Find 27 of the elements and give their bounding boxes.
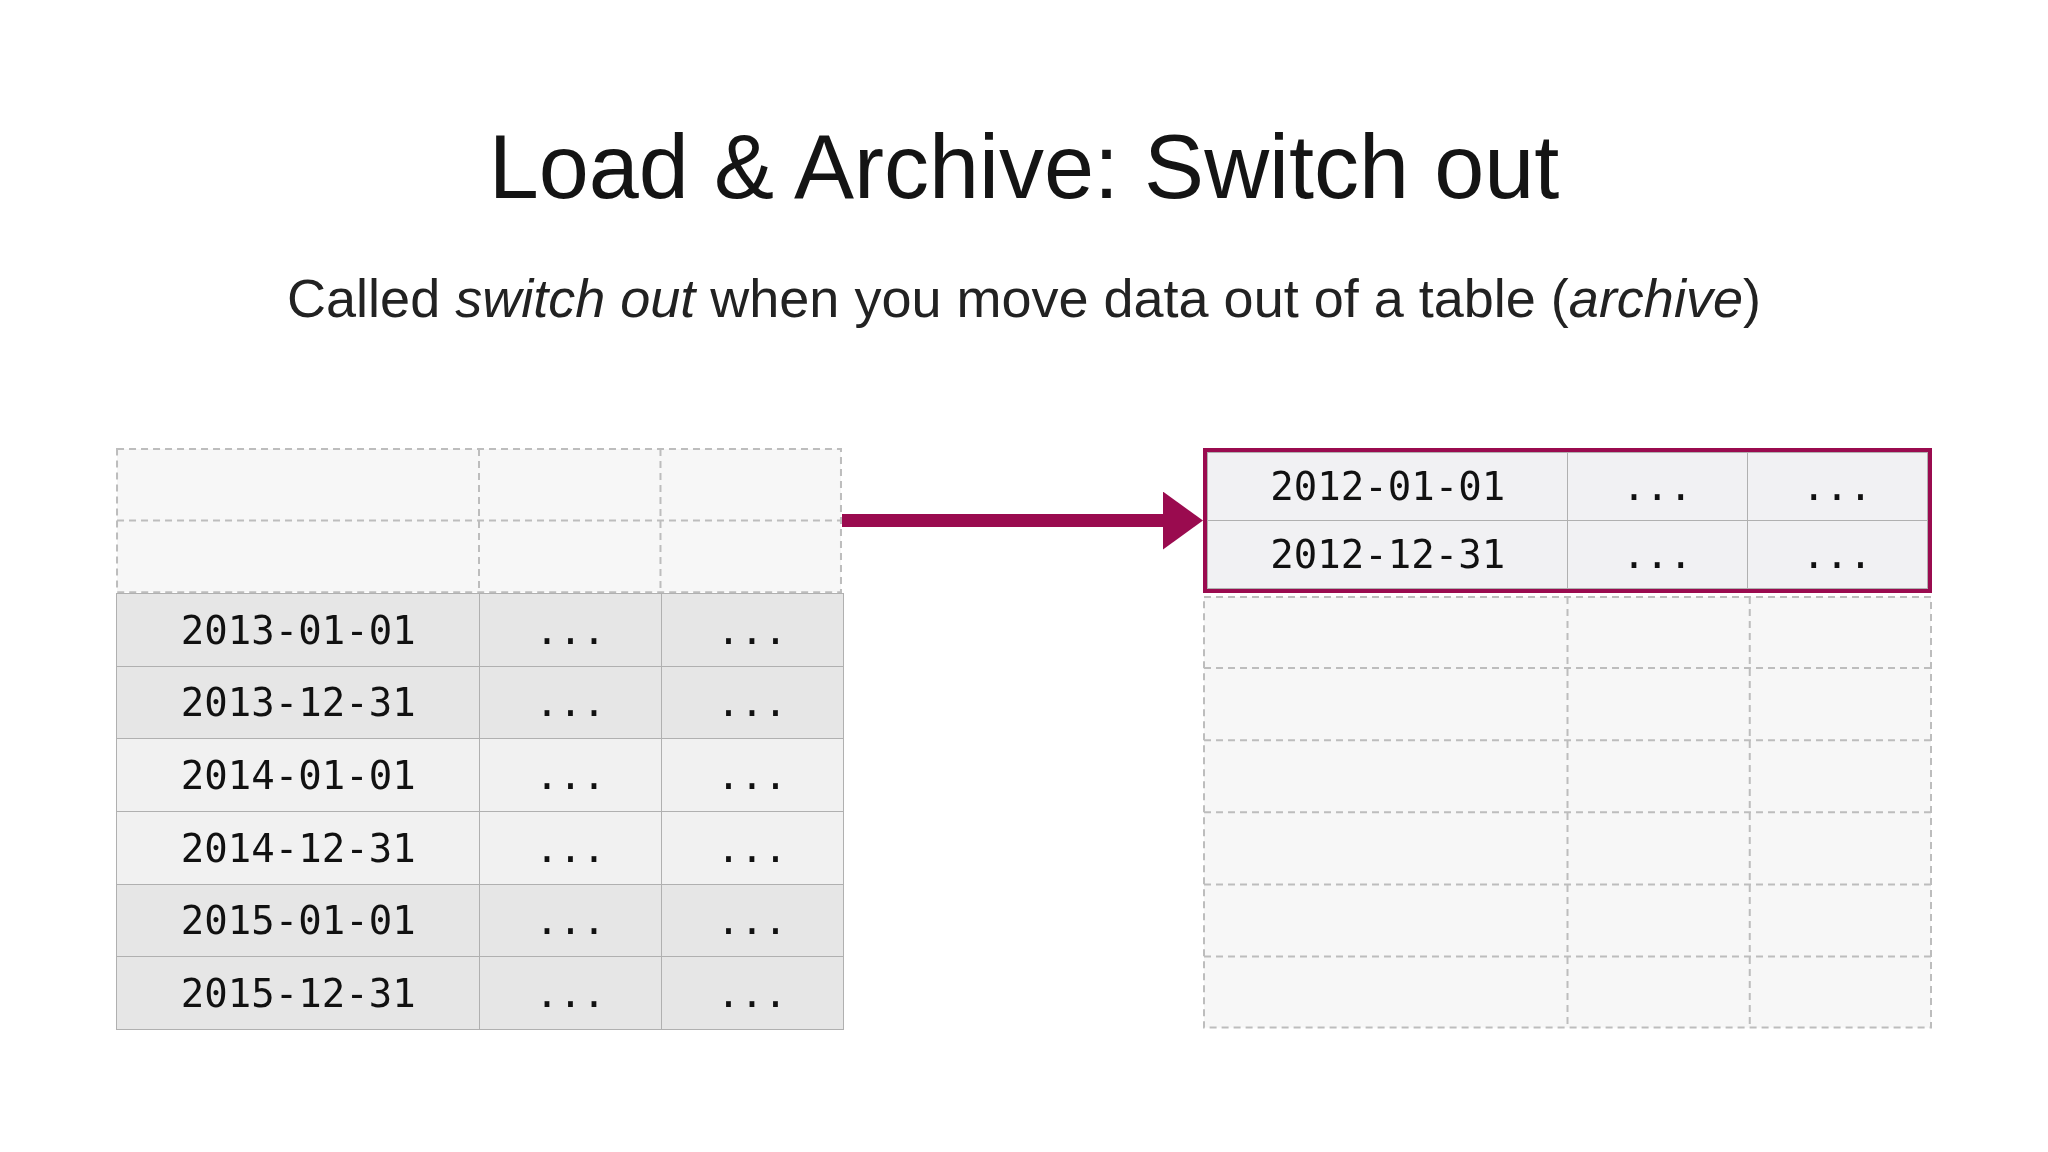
table-cell: ...: [479, 883, 662, 958]
table-cell: 2015-12-31: [116, 956, 481, 1031]
table-cell: ...: [1746, 452, 1928, 522]
table-cell: 2013-01-01: [116, 593, 481, 668]
outlined-table-rows: [1203, 448, 1932, 594]
table-cell: 2012-12-31: [1207, 519, 1569, 589]
table-cell: ...: [660, 883, 844, 958]
table-cell: ...: [479, 738, 662, 813]
table-cell: ...: [660, 738, 844, 813]
table-cell: ...: [660, 593, 844, 668]
empty-table-rows: [116, 448, 842, 594]
slide-title: Load & Archive: Switch out: [488, 118, 1560, 217]
table-cell: ...: [1746, 519, 1928, 589]
table-cell: ...: [479, 956, 662, 1031]
subtitle-text: Called switch out when you move data out of a table (archive): [287, 267, 1761, 330]
table-cell: ...: [660, 956, 844, 1031]
table-cell: ...: [479, 593, 662, 668]
table-cell: ...: [479, 811, 662, 886]
table-cell: ...: [660, 811, 844, 886]
table-cell: ...: [660, 665, 844, 740]
table-cell: 2012-01-01: [1207, 452, 1569, 522]
table-cell: 2014-12-31: [116, 811, 481, 886]
table-cell: 2014-01-01: [116, 738, 481, 813]
table-cell: ...: [479, 665, 662, 740]
table-cell: 2013-12-31: [116, 665, 481, 740]
table-cell: 2015-01-01: [116, 883, 481, 958]
arrow: [842, 491, 1203, 550]
